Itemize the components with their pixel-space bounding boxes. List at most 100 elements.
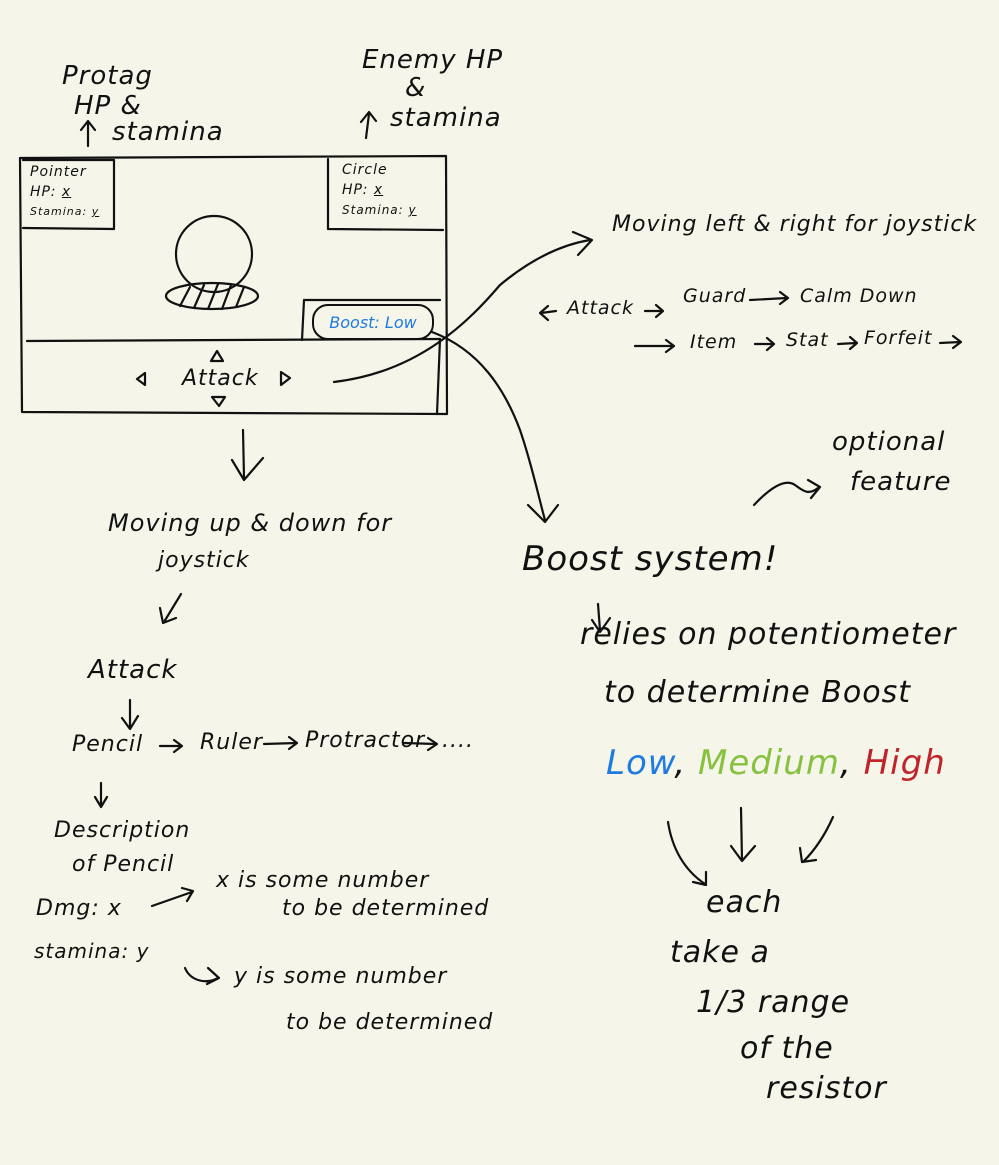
rf-calm-down: Calm Down — [800, 285, 918, 307]
player-hp-label: HP: — [30, 184, 57, 200]
enemy-name: Circle — [342, 162, 388, 178]
x-note-line2: to be determined — [282, 896, 490, 921]
rf-forfeit: Forfeit — [864, 327, 933, 349]
menu-right-triangle — [279, 370, 292, 387]
player-stats-box — [21, 158, 116, 231]
rf-attack: Attack — [567, 297, 634, 319]
left-flow-attack: Attack — [88, 655, 178, 685]
pencil-stamina: stamina: y — [34, 939, 150, 963]
player-stamina-row: Stamina: y — [30, 202, 99, 222]
each-line3: 1/3 range — [696, 985, 851, 1020]
rf-item: Item — [690, 331, 738, 353]
right-flow-title: Moving left & right for joystick — [612, 212, 978, 237]
weapon-pencil: Pencil — [72, 732, 144, 757]
optional-line1: optional — [832, 427, 946, 457]
lf-arrow-joystick — [158, 592, 183, 625]
level-medium: Medium — [698, 743, 840, 783]
protag-label-line1: Protag — [62, 61, 153, 91]
bs-arrow-left — [666, 820, 708, 887]
player-name: Pointer — [30, 164, 87, 180]
rf-arrow-5 — [836, 335, 859, 351]
player-hp-value: x — [61, 184, 72, 200]
enemy-label-line1: Enemy HP — [362, 45, 504, 75]
enemy-stamina-row: Stamina: y — [342, 200, 417, 220]
enemy-hp-label: HP: — [342, 182, 369, 198]
player-shadow — [164, 281, 260, 311]
enemy-hp-row: HP: x — [342, 180, 417, 200]
boost-levels-row: Low, Medium, High — [606, 743, 946, 783]
lf-arrow-p1 — [158, 738, 184, 754]
player-stats: Pointer HP: x Stamina: y — [30, 162, 99, 222]
boost-line1: relies on potentiometer — [580, 617, 957, 652]
enemy-up-arrow — [359, 110, 378, 140]
enemy-stats-box — [326, 157, 445, 232]
lf-arrow-stamina — [183, 966, 221, 986]
left-flow-title-line2: joystick — [158, 548, 250, 573]
rf-arrow-left — [538, 304, 558, 322]
each-line4: of the — [740, 1031, 834, 1066]
menu-down-triangle — [210, 395, 227, 408]
enemy-label-line2: & — [405, 73, 427, 103]
weapon-protractor: Protractor — [305, 728, 426, 753]
player-stamina-value: y — [91, 205, 100, 218]
enemy-label-line3: stamina — [390, 103, 502, 133]
enemy-stamina-label: Stamina: — [342, 203, 404, 217]
boost-value: Low — [384, 312, 417, 332]
protag-up-arrow — [79, 119, 97, 148]
y-note-line1: y is some number — [234, 964, 448, 989]
bs-arrow-mid — [729, 806, 757, 863]
weapon-ruler: Ruler — [200, 730, 263, 755]
rf-arrow-6 — [938, 334, 963, 350]
player-hp-row: HP: x — [30, 182, 99, 202]
menu-left-triangle — [135, 371, 147, 387]
enemy-stamina-value: y — [408, 203, 417, 217]
lf-arrow-attack — [120, 698, 140, 731]
menu-up-triangle — [209, 349, 225, 363]
optional-line2: feature — [850, 467, 952, 497]
optional-squiggle — [752, 478, 822, 507]
enemy-hp-value: x — [373, 182, 384, 198]
screen-down-arrow — [230, 428, 265, 482]
rf-arrow-2 — [748, 290, 790, 306]
lf-arrow-p3 — [402, 736, 439, 752]
boost-frame — [300, 298, 442, 342]
player-stamina-label: Stamina: — [30, 205, 88, 218]
boost-to-system-arrow — [430, 330, 560, 524]
boost-indicator: Boost: Low — [312, 304, 434, 340]
screen-frame — [18, 154, 449, 416]
boost-line2: to determine Boost — [604, 675, 911, 710]
protag-label-line2: HP & — [74, 91, 142, 121]
weapon-more: .... — [442, 728, 474, 753]
level-high: High — [863, 743, 946, 783]
rf-arrow-4 — [753, 336, 776, 352]
menu-to-right-flow-arrow — [332, 230, 594, 384]
rf-arrow-3 — [633, 338, 676, 354]
y-note-line2: to be determined — [286, 1010, 494, 1035]
boost-system-title: Boost system! — [522, 539, 779, 579]
x-note-line1: x is some number — [216, 868, 430, 893]
enemy-stats: Circle HP: x Stamina: y — [342, 160, 417, 220]
rf-arrow-1 — [643, 303, 665, 319]
player-shadow-hatch — [178, 282, 246, 311]
bs-arrow-right — [798, 815, 835, 864]
boost-label: Boost: — [329, 312, 380, 332]
each-line2: take a — [670, 935, 770, 970]
left-flow-title-line1: Moving up & down for — [108, 509, 393, 537]
bs-down-arrow — [590, 602, 612, 634]
each-line1: each — [706, 885, 783, 920]
lf-arrow-desc — [93, 781, 109, 809]
rf-stat: Stat — [786, 329, 829, 351]
level-low: Low — [606, 743, 675, 783]
lf-arrow-p2 — [262, 735, 299, 751]
protag-label-line3: stamina — [112, 117, 224, 147]
pencil-dmg: Dmg: x — [36, 896, 122, 921]
desc-line2: of Pencil — [72, 852, 175, 877]
menu-current-option: Attack — [182, 366, 259, 391]
desc-line1: Description — [54, 818, 191, 843]
screen-right-edge-extra — [435, 337, 442, 416]
each-line5: resistor — [766, 1071, 887, 1106]
lf-arrow-dmg — [150, 886, 195, 908]
enemy-sprite-circle — [174, 214, 254, 294]
